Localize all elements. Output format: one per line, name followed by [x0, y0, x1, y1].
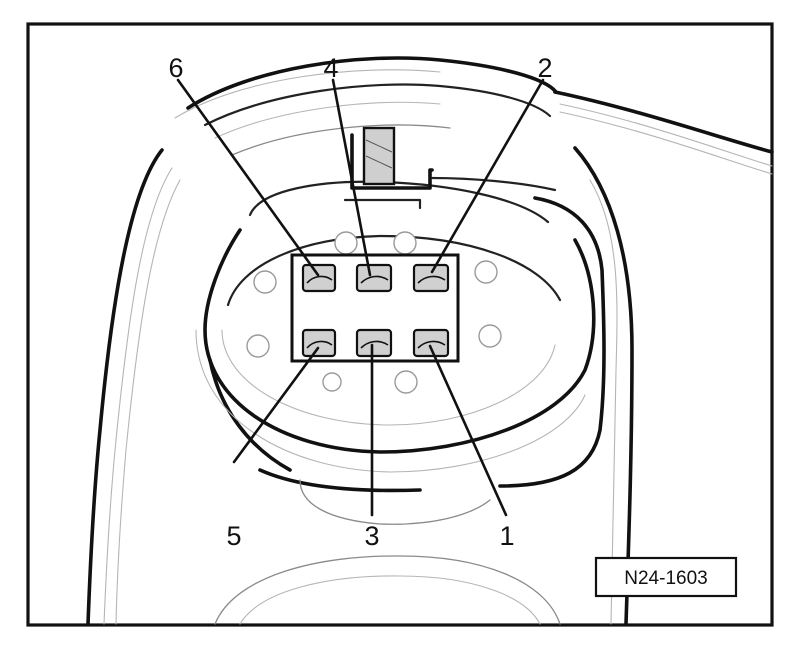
lower-arcs [214, 555, 561, 625]
leader-line-2 [430, 78, 545, 274]
leader-line-1 [428, 344, 508, 517]
leader-line-5 [232, 346, 320, 464]
pin-2-contact [412, 263, 450, 293]
pin-label-5: 5 [226, 521, 241, 551]
pin-label-4: 4 [323, 53, 338, 83]
pin-label-2: 2 [537, 53, 552, 83]
leader-line-4 [331, 78, 372, 277]
reference-code: N24-1603 [624, 568, 707, 589]
connector-socket-rings [195, 180, 606, 525]
pin-label-6: 6 [168, 53, 183, 83]
pin-6-contact [301, 263, 337, 293]
mounting-holes [246, 231, 502, 394]
pin-3-contact [355, 328, 393, 358]
pin-5-contact [301, 328, 337, 358]
dome-arcs [174, 56, 558, 156]
leader-line-6 [176, 78, 320, 277]
reference-code-box: N24-1603 [594, 556, 738, 598]
cable [343, 126, 557, 210]
connector-pins [301, 263, 450, 358]
pin-label-1: 1 [499, 521, 514, 551]
pin-4-contact [355, 263, 393, 293]
pin-1-contact [412, 328, 450, 358]
leader-lines [176, 78, 545, 517]
upper-edge [553, 90, 774, 175]
pin-label-3: 3 [364, 521, 379, 551]
